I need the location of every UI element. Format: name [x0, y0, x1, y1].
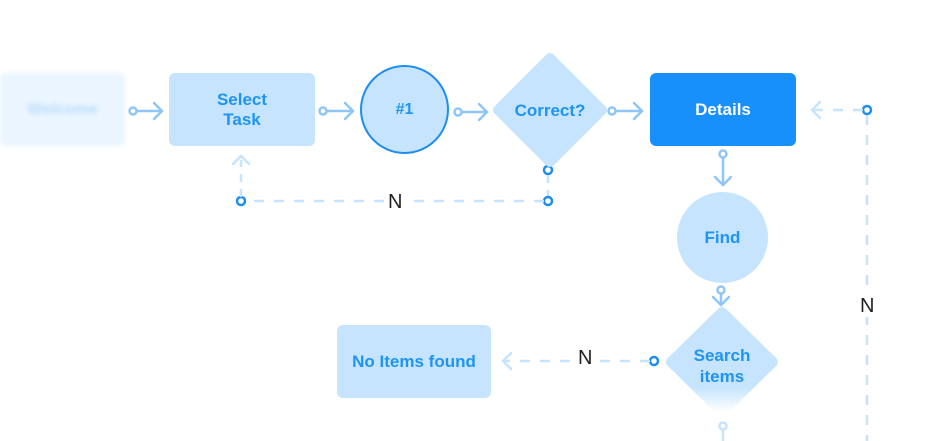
edge-label-return-no: N	[856, 295, 879, 317]
connector-find-search	[711, 285, 731, 307]
find-node[interactable]: Find	[677, 192, 768, 283]
decision-correct-shape	[493, 53, 607, 167]
decision-search-shape	[666, 307, 778, 417]
connector-search-continue	[718, 421, 728, 441]
step-number-label: #1	[395, 100, 414, 118]
select-task-node[interactable]: Select Task	[169, 73, 315, 146]
welcome-node[interactable]: Welcome	[0, 73, 125, 146]
connector-select-step	[318, 101, 355, 121]
connector-correct-details	[607, 101, 644, 121]
details-node[interactable]: Details	[650, 73, 796, 146]
details-label: Details	[695, 99, 751, 119]
decision-search-label: Search items	[693, 346, 751, 386]
loop-return-to-details	[810, 100, 873, 441]
decision-search-node[interactable]: Search items	[667, 344, 777, 388]
welcome-label: Welcome	[27, 100, 98, 118]
connector-welcome-select	[128, 101, 164, 121]
edge-label-search-no: N	[574, 347, 597, 369]
decision-correct-label: Correct?	[514, 100, 586, 120]
loop-search-to-noitems	[501, 351, 660, 371]
decision-correct-node[interactable]: Correct?	[498, 90, 602, 130]
no-items-found-node[interactable]: No Items found	[337, 325, 491, 398]
step-number-node[interactable]: #1	[360, 65, 449, 154]
connector-step-correct	[453, 102, 489, 122]
no-items-found-label: No Items found	[352, 351, 476, 371]
edge-label-correct-no: N	[384, 191, 407, 213]
connector-details-find	[713, 149, 733, 187]
select-task-label: Select Task	[216, 89, 268, 129]
find-label: Find	[704, 227, 741, 247]
